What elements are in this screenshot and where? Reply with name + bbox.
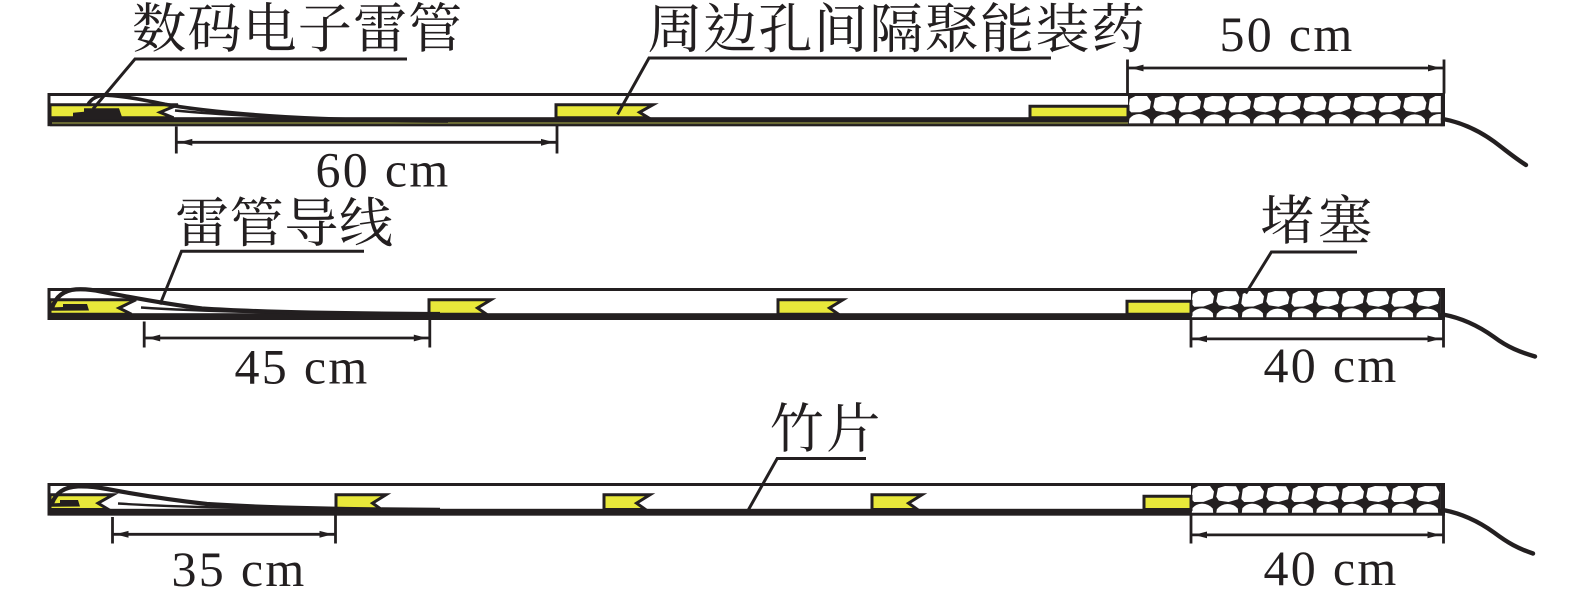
svg-text:40 cm: 40 cm — [1263, 540, 1398, 596]
svg-text:50 cm: 50 cm — [1219, 6, 1354, 62]
svg-text:35 cm: 35 cm — [171, 541, 306, 597]
svg-text:40 cm: 40 cm — [1263, 337, 1398, 393]
svg-text:45 cm: 45 cm — [234, 339, 369, 395]
svg-text:60 cm: 60 cm — [315, 141, 450, 197]
